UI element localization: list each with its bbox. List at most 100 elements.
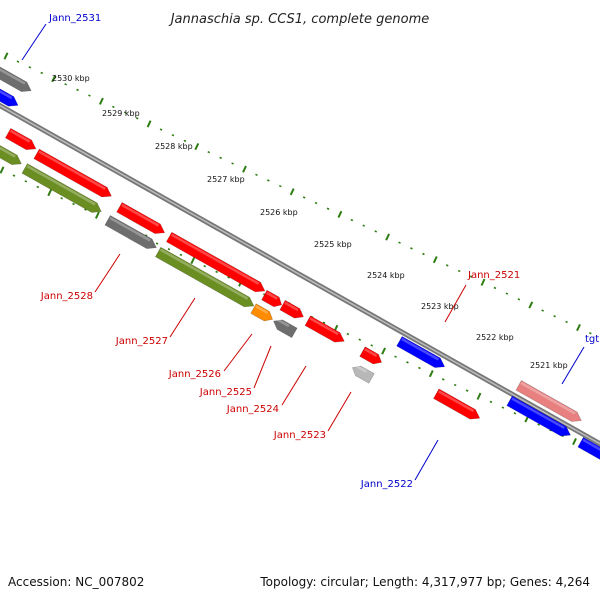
minor-tick [183, 139, 187, 143]
minor-tick [465, 389, 469, 392]
major-tick [3, 52, 9, 60]
gene-label-leader [253, 345, 272, 389]
gene-arrow-shine [266, 291, 278, 300]
gene-label-leader [94, 253, 121, 293]
gene-arrow [154, 246, 255, 308]
gene-label-leader [561, 346, 585, 385]
gene-arrow-shine [38, 150, 106, 190]
minor-tick [278, 184, 282, 188]
gene-arrow-shine [275, 317, 290, 328]
minor-tick [513, 412, 517, 415]
minor-tick [76, 88, 79, 92]
minor-tick [457, 269, 461, 273]
gene-arrow [352, 364, 375, 384]
gene-arrow-body [352, 365, 375, 384]
gene-arrow [304, 315, 345, 343]
scale-tick-label: 2524 kbp [367, 271, 405, 280]
minor-tick [207, 151, 211, 154]
minor-tick [24, 180, 28, 183]
gene-arrow-body [21, 163, 102, 213]
major-tick [0, 166, 5, 174]
minor-tick [537, 423, 540, 426]
minor-tick [84, 208, 87, 211]
gene-arrow [165, 231, 266, 293]
major-tick [385, 233, 391, 241]
minor-tick [155, 242, 159, 245]
minor-tick [493, 286, 497, 290]
gene-arrow [250, 303, 273, 322]
gene-arrow-body [116, 202, 166, 234]
minor-tick [501, 406, 505, 409]
minor-tick [267, 179, 270, 182]
gene-arrow-shine [121, 203, 160, 227]
minor-tick [40, 71, 44, 75]
major-tick [146, 120, 152, 128]
gene-label: Jann_2523 [273, 430, 326, 441]
minor-tick [255, 173, 258, 176]
minor-tick [219, 156, 222, 160]
minor-tick [215, 270, 218, 274]
gene-arrow-shine [109, 216, 151, 242]
minor-tick [322, 321, 326, 324]
gene-arrow-shine [309, 317, 339, 336]
gene-arrow-body [396, 336, 446, 368]
gene-label-leader [414, 439, 439, 481]
minor-tick [362, 224, 366, 227]
gene-arrow [261, 289, 283, 308]
minor-tick [358, 338, 362, 341]
minor-tick [179, 253, 183, 257]
gene-label-leader [21, 23, 47, 61]
major-tick [94, 211, 100, 219]
gene-arrow [0, 138, 22, 165]
minor-tick [517, 298, 521, 301]
gene-arrow-shine [159, 248, 249, 300]
minor-tick [314, 201, 318, 205]
minor-tick [302, 196, 306, 199]
gene-arrow-body [0, 63, 32, 92]
gene-label: Jann_2527 [115, 336, 168, 347]
minor-tick [410, 247, 413, 250]
gene-label-leader [169, 297, 196, 338]
gene-arrow [21, 163, 102, 213]
minor-tick [12, 174, 16, 177]
gene-arrow [0, 63, 32, 92]
minor-tick [441, 378, 445, 381]
gene-label: Jann_2528 [40, 291, 93, 302]
gene-arrow-body [577, 436, 600, 463]
gene-arrow-body [261, 289, 283, 308]
gene-arrow-body [4, 127, 37, 151]
gene-label: Jann_2525 [199, 387, 252, 398]
scale-tick-label: 2523 kbp [421, 302, 459, 311]
minor-tick [231, 162, 234, 165]
gene-label: Jann_2526 [168, 369, 221, 380]
major-tick [289, 188, 295, 196]
minor-tick [88, 94, 91, 97]
minor-tick [565, 320, 568, 324]
minor-tick [167, 248, 171, 251]
gene-arrow-shine [401, 337, 440, 361]
scale-tick-label: 2526 kbp [260, 208, 298, 217]
minor-tick [135, 117, 139, 120]
major-tick [576, 323, 581, 332]
scale-tick-label: 2529 kbp [102, 109, 140, 118]
gene-arrow-shine [255, 305, 269, 314]
gene-arrow-body [359, 346, 382, 365]
gene-arrow-shine [438, 390, 475, 413]
topology-text: Topology: circular; Length: 4,317,977 bp… [259, 575, 590, 589]
minor-tick [326, 207, 330, 210]
minor-tick [541, 309, 544, 312]
minor-tick [398, 241, 401, 244]
gene-arrow-shine [354, 364, 368, 373]
scale-tick-label: 2521 kbp [530, 361, 568, 370]
gene-arrow-body [279, 299, 304, 319]
major-tick [528, 301, 534, 309]
gene-arrow [359, 346, 382, 365]
major-tick [381, 347, 387, 355]
gene-arrow [104, 215, 157, 249]
major-tick [51, 75, 57, 83]
gene-label-leader [327, 391, 352, 432]
backbone-highlight [0, 104, 600, 445]
major-tick [190, 256, 196, 265]
